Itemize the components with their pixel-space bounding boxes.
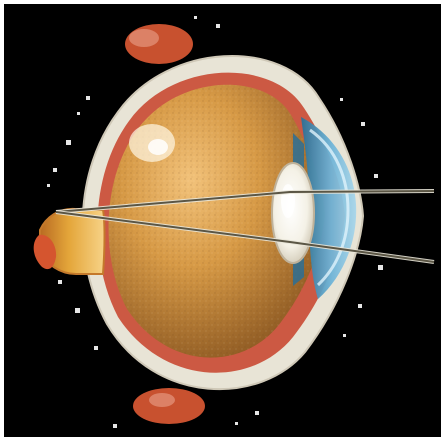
inferior-muscle (133, 388, 205, 424)
black-frame (4, 4, 441, 437)
lens (272, 163, 314, 263)
eye-illustration (4, 4, 441, 437)
